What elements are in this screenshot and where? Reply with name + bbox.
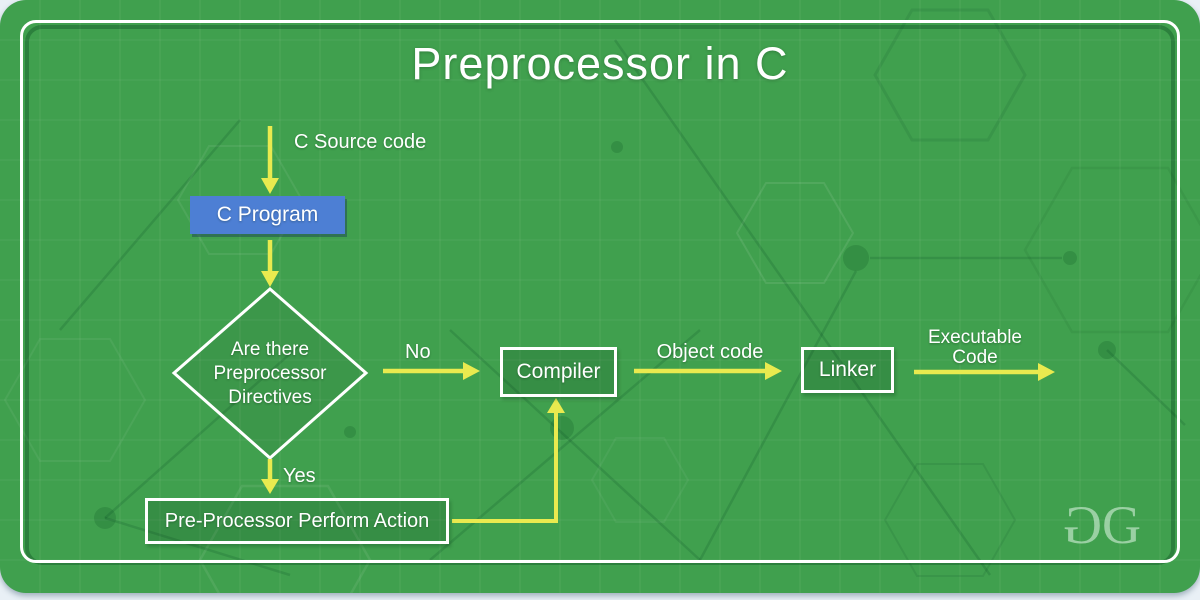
node-linker: Linker <box>801 347 894 393</box>
label-no: No <box>405 341 431 363</box>
arrow-source-to-program <box>261 126 279 194</box>
label-c-source-code: C Source code <box>294 131 427 153</box>
arrow-yes-to-preprocessor <box>261 459 279 494</box>
arrow-compiler-to-linker <box>634 362 782 380</box>
arrow-program-to-decision <box>261 240 279 287</box>
arrow-no-to-compiler <box>383 362 480 380</box>
decision-diamond <box>171 287 369 461</box>
label-object-code: Object code <box>656 341 764 363</box>
label-yes: Yes <box>283 465 316 487</box>
logo-g-mirrored: G <box>1068 495 1102 555</box>
label-executable-code: Executable Code <box>927 327 1022 368</box>
arrow-preprocessor-to-compiler <box>452 398 565 523</box>
geeksforgeeks-logo: GG <box>1068 495 1141 555</box>
node-compiler: Compiler <box>500 347 617 397</box>
page-title: Preprocessor in C <box>411 38 789 89</box>
node-preprocessor-action: Pre-Processor Perform Action <box>145 498 449 544</box>
decision-label: Are there Preprocessor Directives <box>213 339 327 408</box>
node-c-program: C Program <box>190 196 345 234</box>
arrow-linker-to-executable <box>914 363 1055 381</box>
logo-g: G <box>1102 495 1141 555</box>
